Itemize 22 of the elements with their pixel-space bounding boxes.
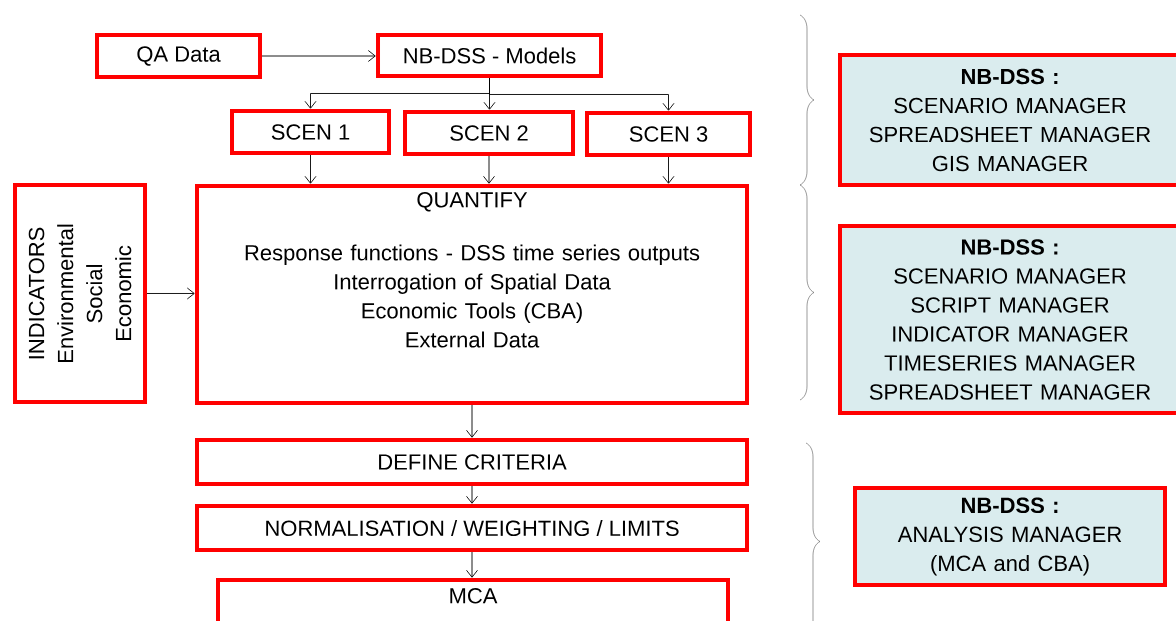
arrow: [466, 404, 478, 438]
tool-box: NB-DSS : SCENARIO MANAGER SCRIPT MANAGER INDICATOR MANAGER TIMESERIES MANAGER SPREADSHEET MANAGER: [838, 224, 1176, 415]
arrow: [662, 156, 675, 184]
arrow: [261, 50, 376, 62]
process-box: SCEN 1: [230, 109, 391, 155]
arrow: [466, 485, 478, 504]
process-box: DEFINE CRITERIA: [195, 438, 749, 486]
process-box: SCEN 3: [585, 111, 752, 157]
process-box: MCA: [216, 578, 730, 621]
tool-box: NB-DSS : SCENARIO MANAGER SPREADSHEET MANAGER GIS MANAGER: [838, 53, 1176, 187]
process-box: NB-DSS - Models: [376, 33, 603, 78]
tool-box: NB-DSS : ANALYSIS MANAGER (MCA and CBA): [853, 486, 1167, 587]
arrow: [146, 287, 195, 300]
process-box: NORMALISATION / WEIGHTING / LIMITS: [195, 504, 749, 552]
arrow: [483, 155, 495, 184]
arrow: [489, 77, 675, 111]
process-box: QA Data: [95, 33, 262, 79]
process-box: QUANTIFY Response functions - DSS time series outputs Interrogation of Spatial Data Economic Tools (CBA) External Data: [195, 184, 749, 405]
arrow: [304, 154, 317, 184]
indicators-box: INDICATORS Environmental Social Economic: [13, 183, 147, 404]
process-box: SCEN 2: [403, 110, 575, 156]
arrow: [466, 551, 478, 578]
